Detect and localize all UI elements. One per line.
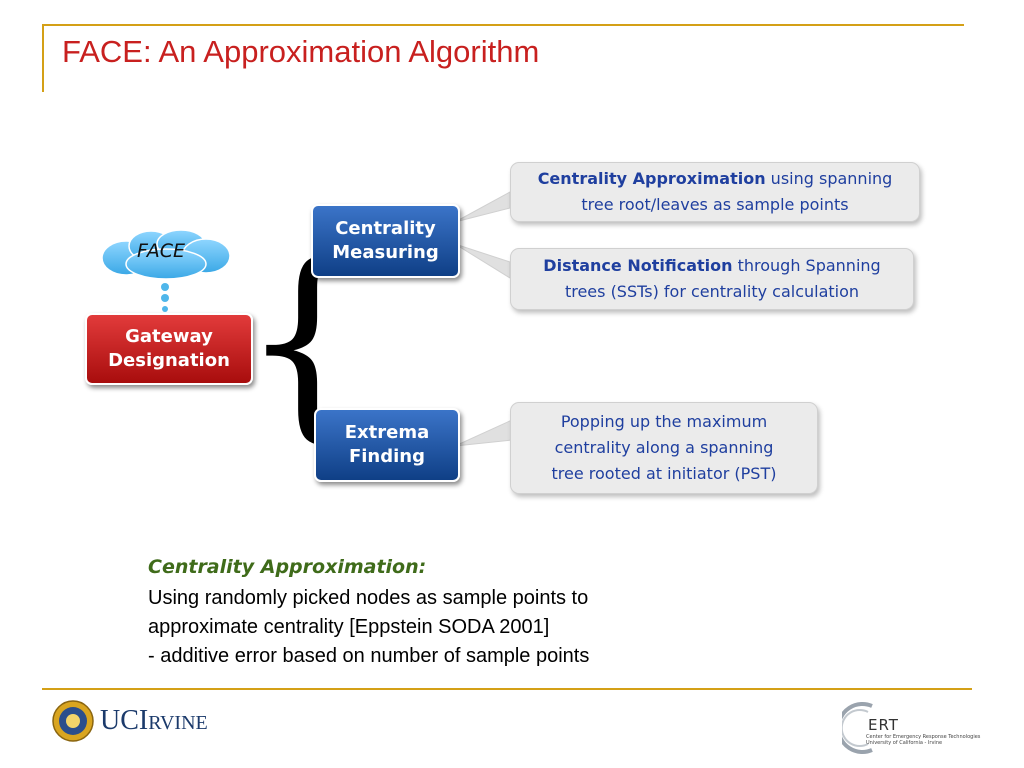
connector-callout1	[454, 191, 511, 223]
ert-logo	[842, 702, 873, 754]
callout2-bold: Distance Notification	[543, 256, 733, 275]
cloud-dot-1	[161, 283, 169, 291]
notes-line1: Using randomly picked nodes as sample po…	[148, 587, 589, 609]
gateway-line2: Designation	[108, 350, 230, 371]
callout2-rest: through Spanning	[732, 256, 881, 275]
notes-line3: - additive error based on number of samp…	[148, 645, 590, 667]
extrema-line1: Extrema	[344, 422, 430, 443]
bottom-divider	[42, 688, 972, 690]
cloud-dot-3	[162, 306, 168, 312]
callout-centrality-approximation: Centrality Approximation using spanning …	[510, 162, 920, 222]
notes-block: Centrality Approximation: Using randomly…	[148, 556, 848, 671]
callout1-line2: tree root/leaves as sample points	[581, 195, 849, 214]
gateway-designation-node: Gateway Designation	[85, 313, 253, 385]
notes-line2: approximate centrality [Eppstein SODA 20…	[148, 616, 550, 638]
cloud-label: FACE	[136, 240, 186, 262]
extrema-line2: Finding	[348, 446, 426, 467]
callout2-line2: trees (SSTs) for centrality calculation	[564, 282, 860, 301]
uc-seal-logo	[52, 700, 94, 742]
callout-extrema-popping: Popping up the maximum centrality along …	[510, 402, 818, 494]
callout3-line2: centrality along a spanning	[554, 438, 774, 457]
callout-distance-notification: Distance Notification through Spanning t…	[510, 248, 914, 310]
ert-subtitle: Center for Emergency Response Technologi…	[866, 734, 981, 746]
notes-heading: Centrality Approximation:	[148, 556, 427, 578]
title-accent-bar	[42, 24, 44, 92]
ert-text: ERT	[868, 716, 899, 734]
uc-irvine-logo: UCIRVINE	[100, 705, 208, 736]
extrema-finding-node: Extrema Finding	[314, 408, 460, 482]
gateway-line1: Gateway	[125, 326, 213, 347]
centrality-line2: Measuring	[332, 242, 439, 263]
callout1-bold: Centrality Approximation	[537, 169, 766, 188]
connector-callout3	[454, 419, 513, 447]
centrality-line1: Centrality	[335, 218, 436, 239]
cloud-dot-2	[161, 294, 169, 302]
centrality-measuring-node: Centrality Measuring	[311, 204, 460, 278]
top-divider	[42, 24, 964, 26]
callout3-line3: tree rooted at initiator (PST)	[551, 464, 777, 483]
callout3-line1: Popping up the maximum	[560, 412, 768, 431]
callout1-rest: using spanning	[765, 169, 893, 188]
slide-title: FACE: An Approximation Algorithm	[62, 34, 540, 69]
connector-callout2	[454, 243, 511, 279]
face-cloud	[101, 229, 231, 280]
